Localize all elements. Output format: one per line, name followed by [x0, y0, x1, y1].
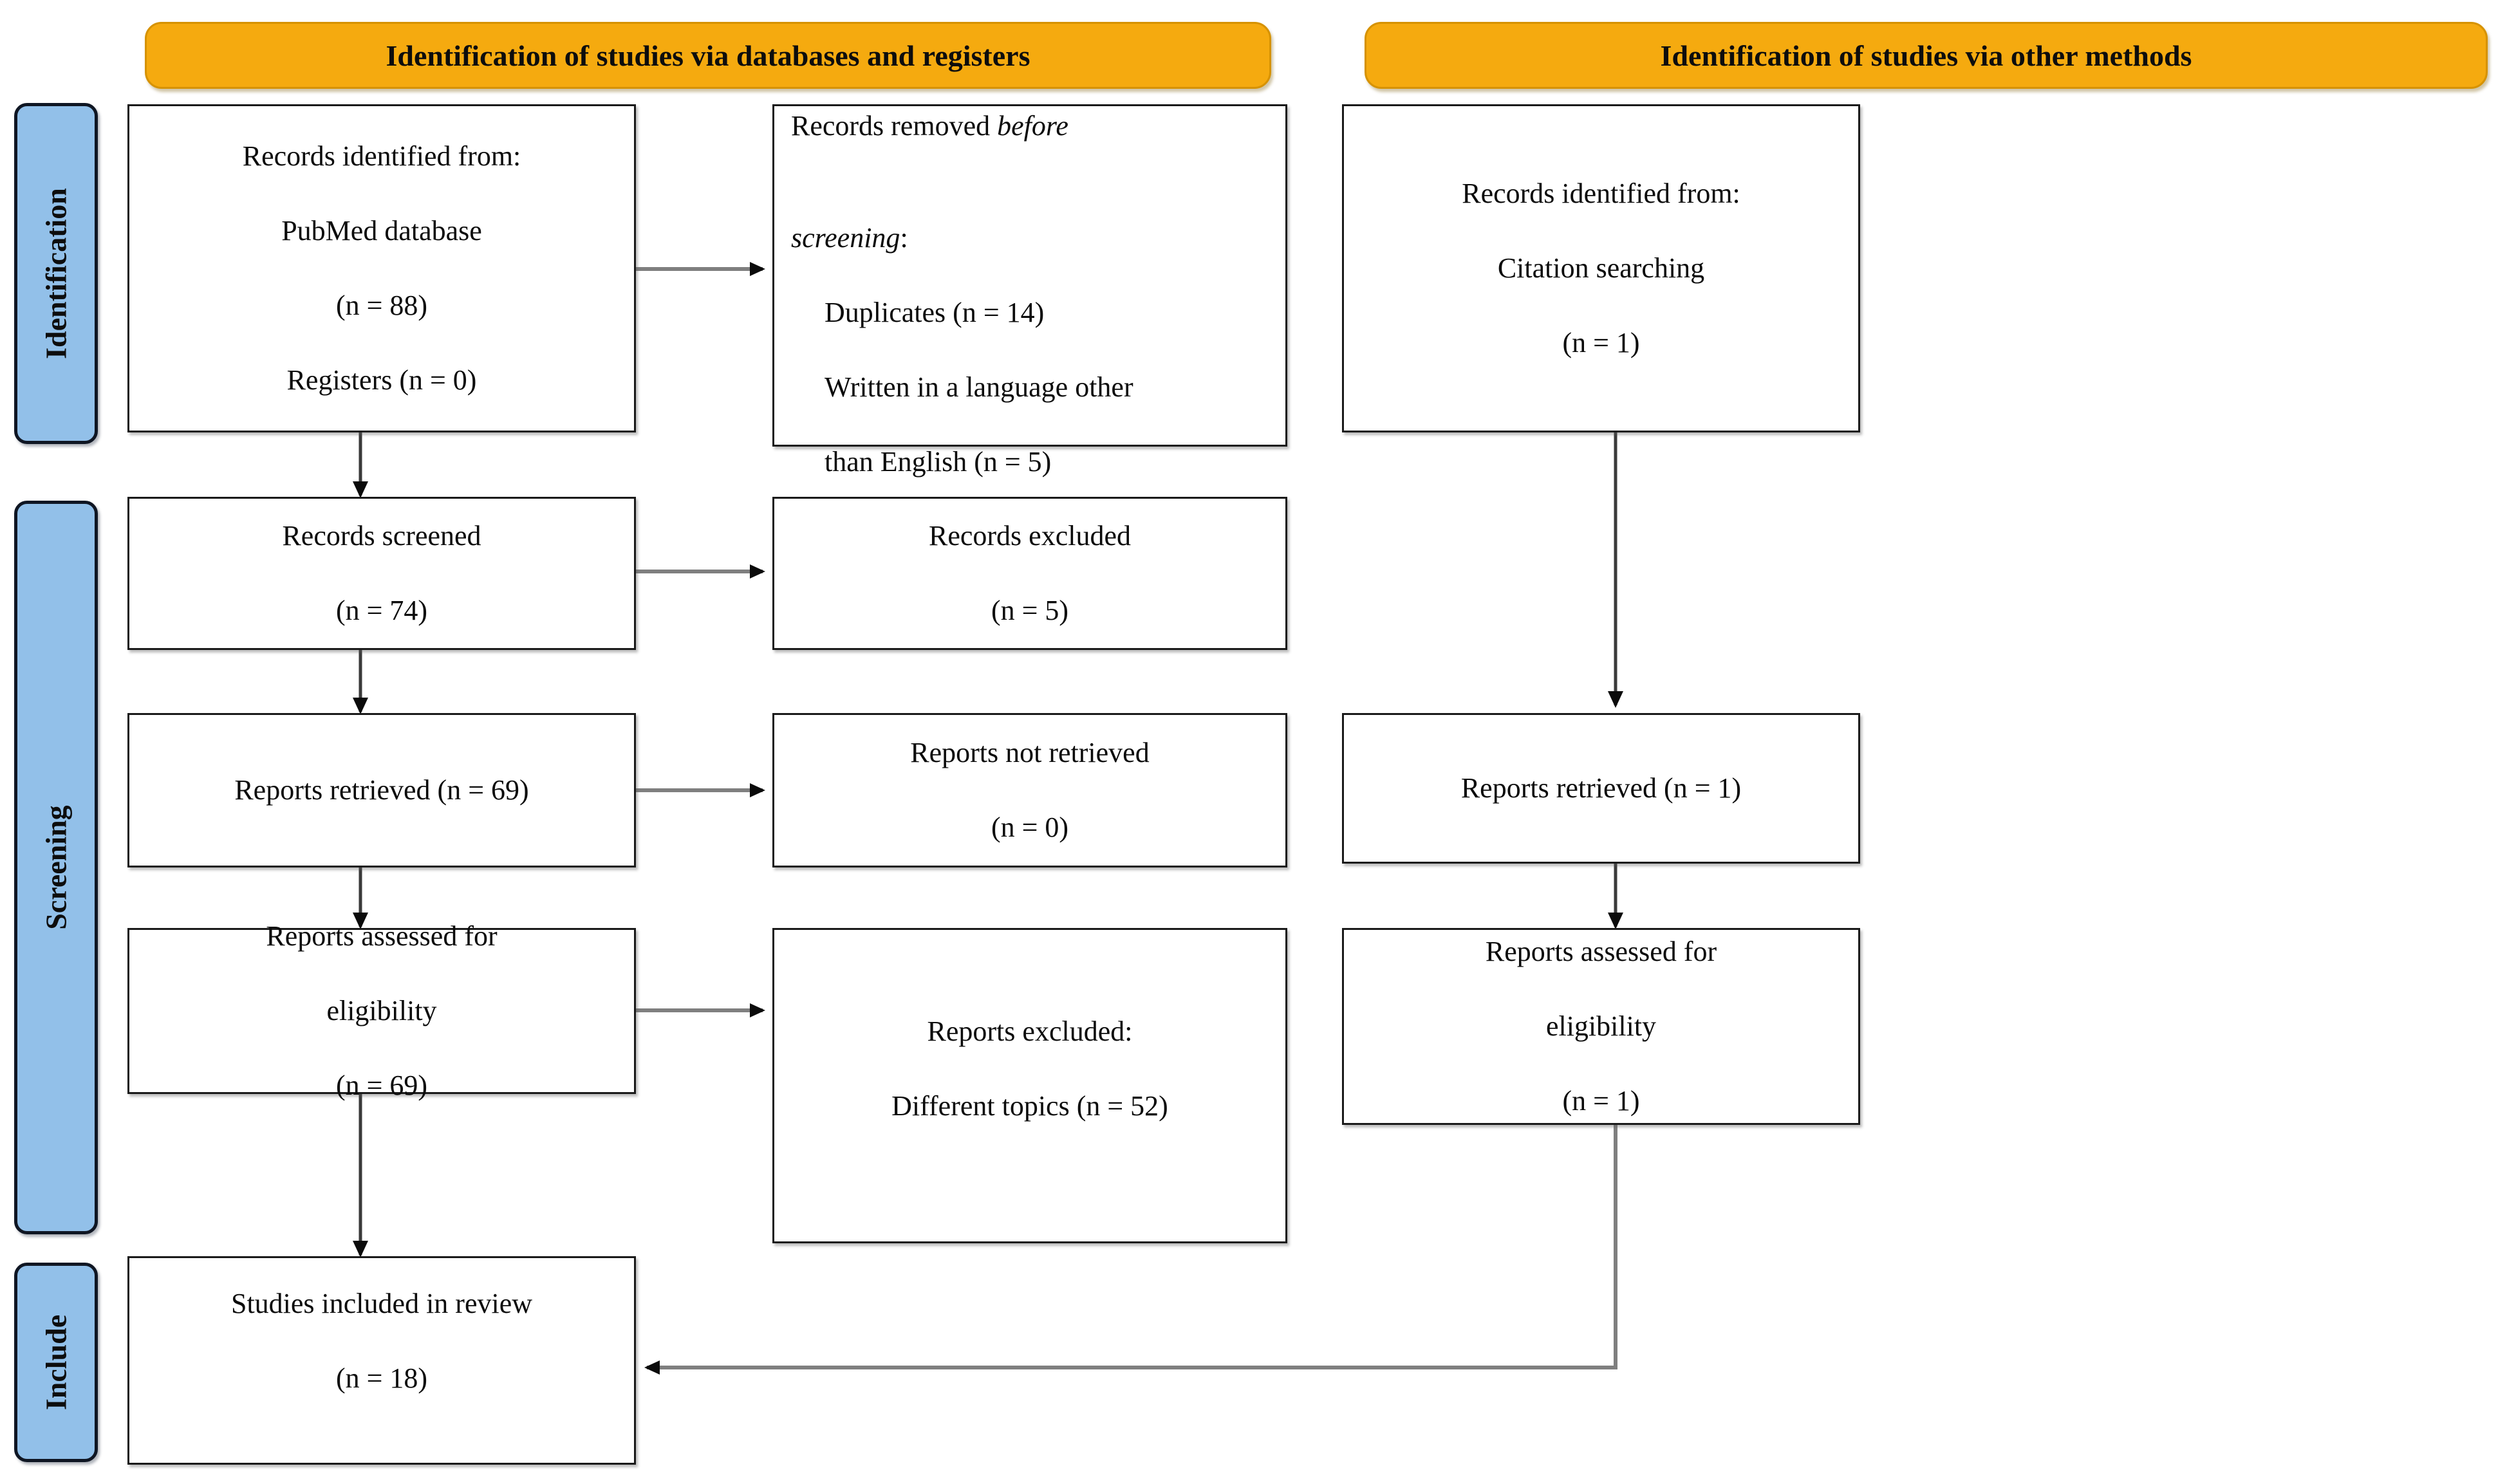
stage-label-include: Include — [39, 1314, 73, 1411]
records-removed-language-line2: than English (n = 5) — [825, 446, 1052, 478]
reports-assessed-line3: (n = 69) — [335, 1070, 428, 1102]
records-removed-line2-colon: : — [900, 221, 908, 254]
records-identified-db-line3: (n = 88) — [335, 290, 428, 322]
stage-label-screening: Screening — [39, 805, 73, 930]
stage-tab-identification: Identification — [14, 103, 98, 444]
box-reports-assessed-other: Reports assessed for eligibility (n = 1) — [1342, 928, 1860, 1125]
reports-assessed-line1: Reports assessed for — [266, 920, 498, 952]
records-identified-other-line2: Citation searching — [1497, 252, 1705, 284]
records-excluded-line1: Records excluded — [929, 519, 1131, 552]
records-removed-line1-italic: before — [997, 109, 1068, 142]
box-reports-excluded: Reports excluded: Different topics (n = … — [772, 928, 1287, 1243]
reports-retrieved-line1: Reports retrieved (n = 69) — [234, 774, 529, 806]
records-removed-line2-italic: screening — [791, 221, 900, 254]
box-records-screened: Records screened (n = 74) — [127, 497, 636, 650]
box-records-excluded: Records excluded (n = 5) — [772, 497, 1287, 650]
banner-other-methods-label: Identification of studies via other meth… — [1660, 39, 2192, 72]
box-records-identified-databases: Records identified from: PubMed database… — [127, 104, 636, 432]
reports-assessed-other-line1: Reports assessed for — [1485, 935, 1717, 967]
stage-label-identification: Identification — [39, 188, 73, 359]
reports-excluded-line2: Different topics (n = 52) — [891, 1090, 1168, 1122]
records-screened-line1: Records screened — [282, 519, 481, 552]
records-screened-line2: (n = 74) — [335, 595, 428, 627]
box-reports-retrieved-other: Reports retrieved (n = 1) — [1342, 713, 1860, 864]
records-identified-db-line2: PubMed database — [281, 214, 482, 246]
records-identified-other-line3: (n = 1) — [1562, 327, 1640, 359]
studies-included-line2: (n = 18) — [335, 1362, 428, 1395]
records-identified-db-line4: Registers (n = 0) — [286, 364, 477, 396]
reports-assessed-line2: eligibility — [326, 994, 437, 1026]
reports-excluded-line1: Reports excluded: — [927, 1015, 1133, 1047]
box-records-removed-before-screening: Records removed before screening: Duplic… — [772, 104, 1287, 478]
records-removed-language-line1: Written in a language other — [825, 371, 1133, 403]
records-removed-duplicates: Duplicates (n = 14) — [825, 297, 1045, 329]
records-removed-line1-a: Records removed — [791, 109, 998, 142]
box-reports-assessed-eligibility: Reports assessed for eligibility (n = 69… — [127, 920, 636, 1101]
reports-retrieved-other-line1: Reports retrieved (n = 1) — [1460, 772, 1742, 804]
reports-assessed-other-line3: (n = 1) — [1562, 1085, 1640, 1117]
box-records-identified-other-methods: Records identified from: Citation search… — [1342, 104, 1860, 432]
box-reports-not-retrieved: Reports not retrieved (n = 0) — [772, 713, 1287, 867]
banner-other-methods: Identification of studies via other meth… — [1365, 22, 2488, 89]
records-identified-other-line1: Records identified from: — [1462, 177, 1740, 209]
stage-tab-screening: Screening — [14, 501, 98, 1234]
studies-included-line1: Studies included in review — [230, 1287, 532, 1319]
stage-tab-include: Include — [14, 1263, 98, 1462]
reports-not-retrieved-line2: (n = 0) — [991, 812, 1069, 844]
box-studies-included-review: Studies included in review (n = 18) — [127, 1256, 636, 1465]
banner-databases-registers: Identification of studies via databases … — [145, 22, 1271, 89]
reports-assessed-other-line2: eligibility — [1545, 1010, 1657, 1042]
records-identified-db-line1: Records identified from: — [242, 140, 521, 172]
box-reports-retrieved: Reports retrieved (n = 69) — [127, 713, 636, 867]
reports-not-retrieved-line1: Reports not retrieved — [910, 736, 1150, 768]
banner-databases-label: Identification of studies via databases … — [386, 39, 1030, 72]
records-excluded-line2: (n = 5) — [991, 595, 1069, 627]
